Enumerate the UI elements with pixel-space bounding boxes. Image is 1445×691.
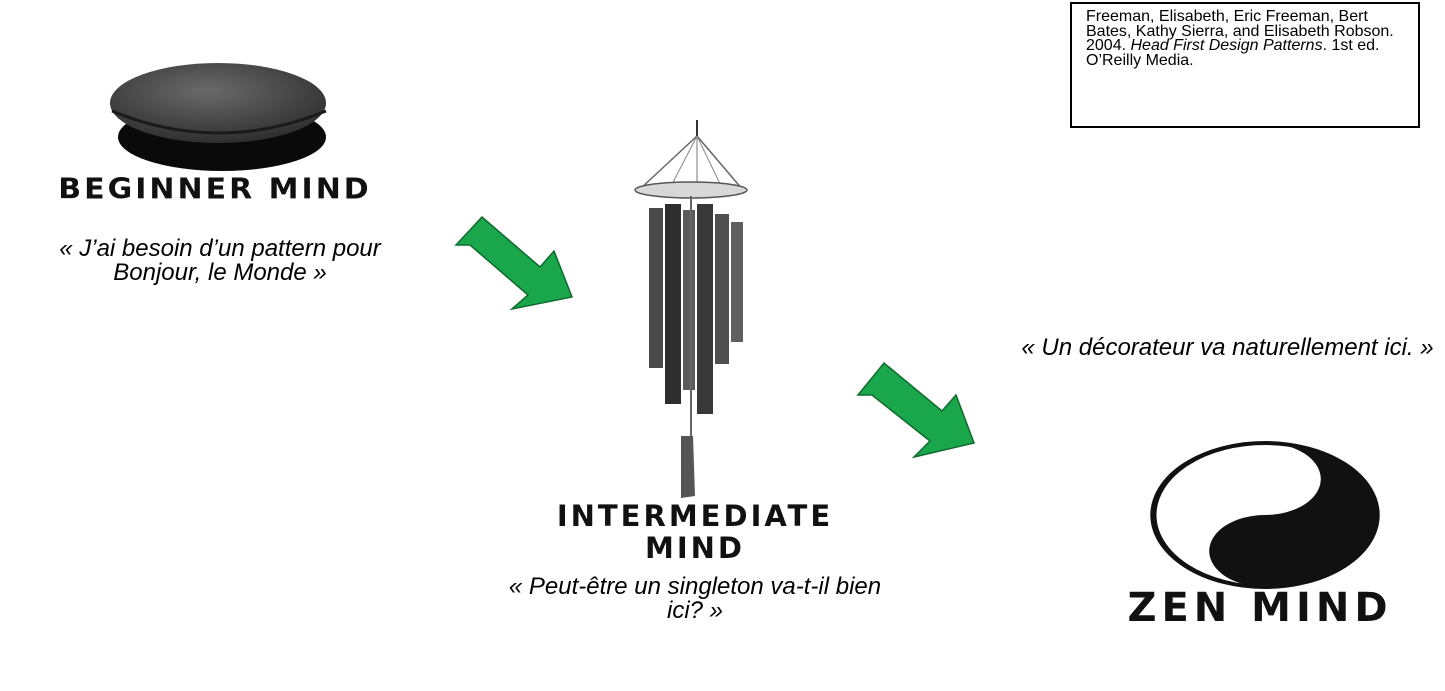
wind-chime-icon xyxy=(634,120,748,498)
intermediate-quote: « Peut-être un singleton va-t-il bien ic… xyxy=(508,573,882,624)
yin-yang-icon xyxy=(1150,441,1380,589)
citation-authors: Freeman, Elisabeth, Eric Freeman, Bert B… xyxy=(1086,8,1394,54)
beginner-mind-title: BEGINNER MIND xyxy=(58,172,372,207)
arrow-icon-intermediate-to-zen xyxy=(856,361,976,459)
arrow-icon-beginner-to-intermediate xyxy=(454,215,574,311)
stone-icon xyxy=(110,63,327,171)
zen-quote: « Un décorateur va naturellement ici. » xyxy=(1021,334,1434,361)
intermediate-title-line2: MIND xyxy=(645,531,745,565)
intermediate-title-line1: INTERMEDIATE xyxy=(556,499,834,533)
intermediate-mind-title: INTERMEDIATE MIND xyxy=(520,500,870,564)
citation-book-title: Head First Design Patterns xyxy=(1130,37,1323,54)
beginner-quote: « J’ai besoin d’un pattern pour Bonjour,… xyxy=(59,235,381,286)
citation-box: Freeman, Elisabeth, Eric Freeman, Bert B… xyxy=(1070,2,1420,128)
citation-edition: . 1st ed. O’Reilly Media. xyxy=(1086,37,1380,69)
zen-mind-title: ZEN MIND xyxy=(1127,585,1393,631)
